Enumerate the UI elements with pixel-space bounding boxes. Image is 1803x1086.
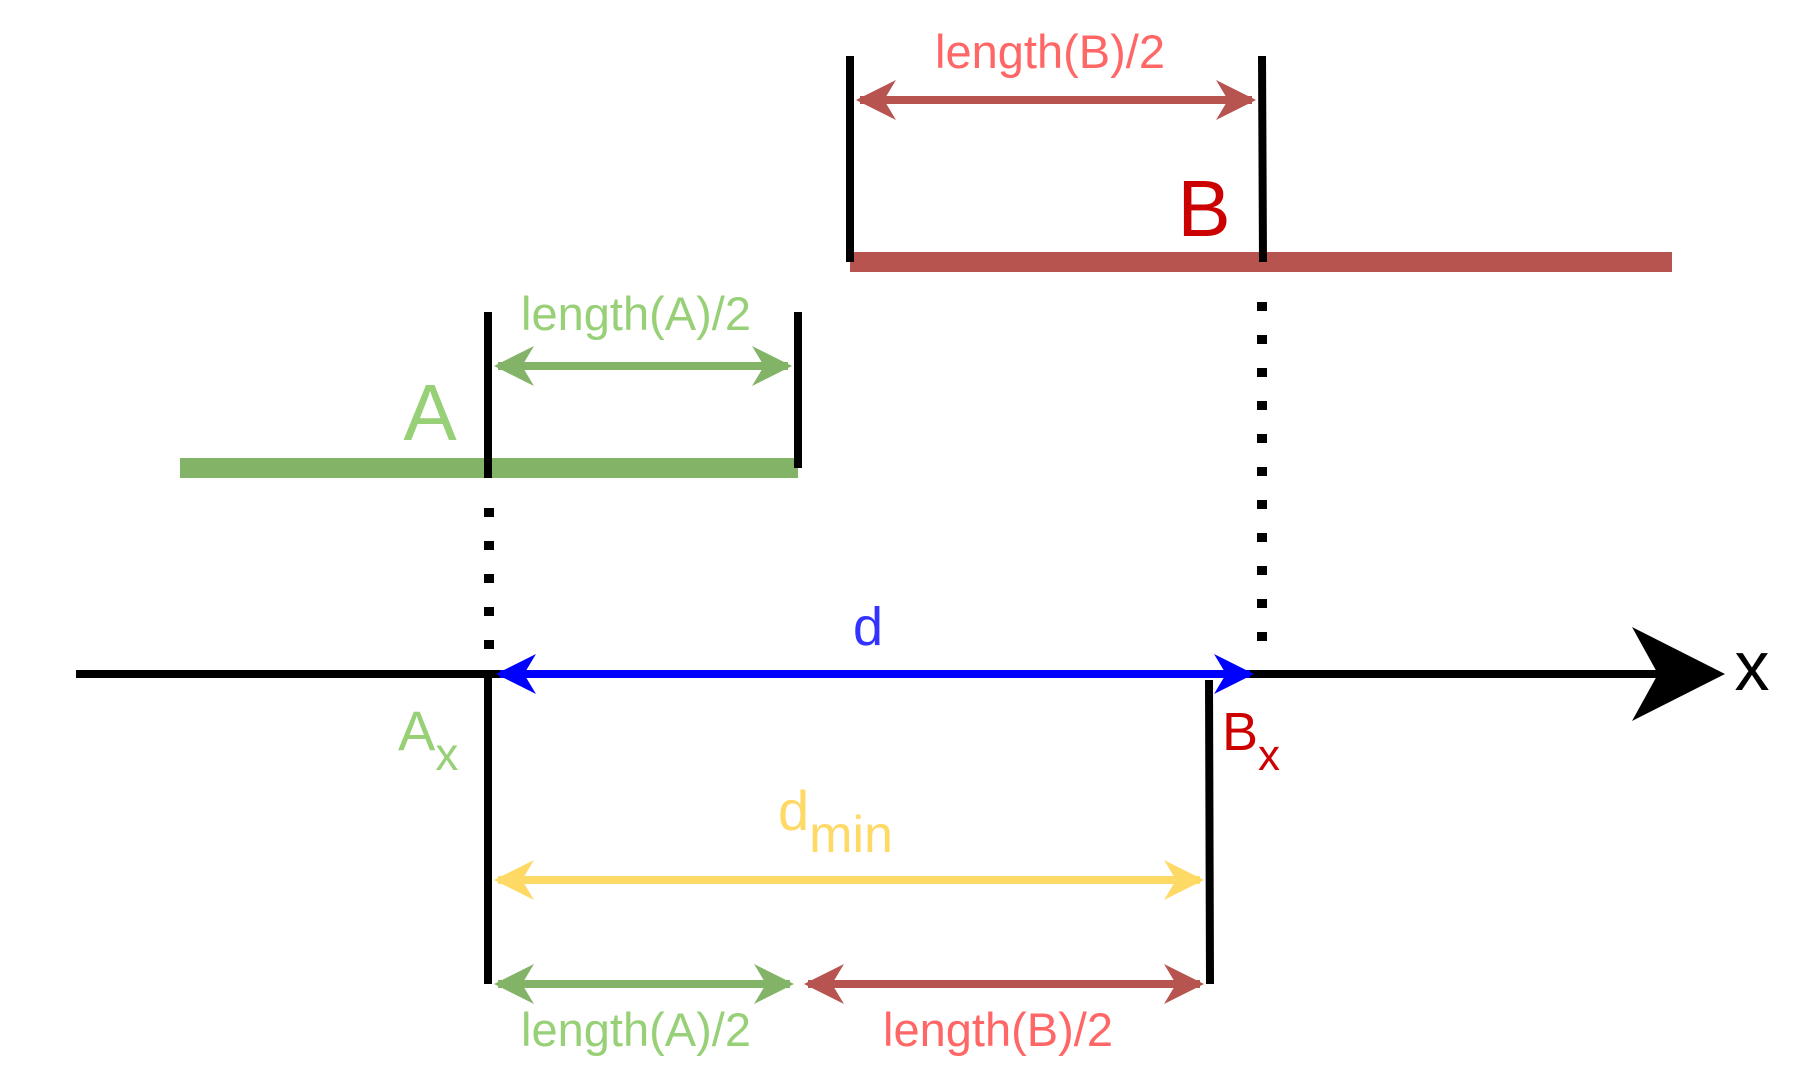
a-half-bottom-label: length(A)/2 bbox=[521, 1003, 751, 1056]
dmin-label-main: d bbox=[778, 779, 809, 842]
b-half-bottom-label: length(B)/2 bbox=[883, 1003, 1113, 1056]
ax-label-main: A bbox=[398, 699, 436, 762]
dmin-label-sub: min bbox=[809, 806, 893, 864]
ax-label: Ax bbox=[398, 699, 458, 780]
axis-x-label: x bbox=[1735, 627, 1770, 705]
segment-a-label: A bbox=[403, 368, 457, 457]
bx-drop-line bbox=[1205, 679, 1214, 985]
x-axis-arrowhead bbox=[1632, 627, 1725, 721]
d-label: d bbox=[853, 597, 883, 657]
ax-label-sub: x bbox=[435, 728, 458, 780]
bx-label: Bx bbox=[1222, 702, 1280, 780]
dmin-label: dmin bbox=[778, 779, 893, 864]
a-half-top-label: length(A)/2 bbox=[521, 287, 751, 340]
segment-b-label: B bbox=[1177, 164, 1230, 253]
b-half-top-label: length(B)/2 bbox=[935, 25, 1165, 78]
bx-label-sub: x bbox=[1258, 731, 1280, 780]
segment-b-center-tick bbox=[1258, 55, 1267, 263]
bx-label-main: B bbox=[1222, 702, 1258, 762]
